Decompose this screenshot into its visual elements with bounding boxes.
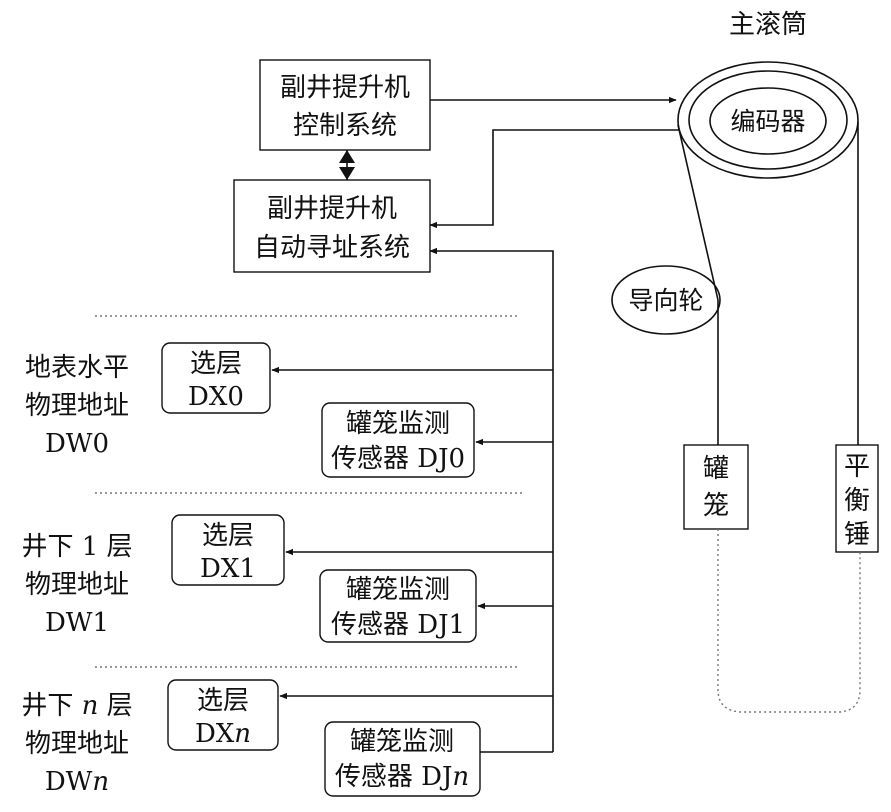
level-n-selector-line1: 选层 — [197, 686, 249, 716]
level-1-selector-line1: 选层 — [202, 521, 254, 551]
addressing-system-line2: 自动寻址系统 — [254, 233, 410, 263]
control-system-line2: 控制系统 — [293, 111, 397, 141]
counterweight-char3: 锤 — [844, 520, 870, 550]
addressing-system-line1: 副井提升机 — [267, 194, 397, 224]
arrowhead-up-icon — [339, 150, 355, 163]
level-0-name-line2: 物理地址 — [25, 391, 129, 421]
level-1-selector-line2: DX1 — [200, 554, 256, 584]
cage-box — [683, 444, 749, 530]
guide-wheel-ellipse — [611, 265, 721, 335]
level-0-selector-box — [161, 342, 271, 414]
level-n-name-line3: DWn — [45, 767, 109, 797]
main-drum-title: 主滚筒 — [729, 10, 807, 40]
level-0-name-line3: DW0 — [45, 429, 109, 459]
level-0-selector-line2: DX0 — [188, 382, 244, 412]
cage-char1: 罐 — [703, 454, 729, 484]
control-system-box — [259, 59, 431, 151]
level-n-sensor-box — [324, 721, 481, 797]
level-n-name-line1: 井下 n 层 — [21, 691, 132, 721]
level-0-selector-line1: 选层 — [190, 349, 242, 379]
level-0-sensor-line1: 罐笼监测 — [346, 409, 450, 439]
level-n-sensor-line1: 罐笼监测 — [350, 727, 454, 757]
rope-to-guide-wheel — [677, 124, 719, 301]
counterweight-char2: 衡 — [844, 486, 870, 516]
level-0-sensor-line2: 传感器 DJ0 — [331, 444, 465, 474]
encoder-ellipse — [709, 87, 827, 155]
level-1-sensor-line1: 罐笼监测 — [346, 575, 450, 605]
level-n-sensor-line2: 传感器 DJn — [335, 762, 469, 792]
level-1: 井下 1 层 物理地址 DW1 选层 DX1 罐笼监测 传感器 DJ1 — [21, 514, 553, 643]
level-0-sensor-box — [321, 402, 475, 478]
level-0-name-line1: 地表水平 — [25, 353, 129, 383]
level-n-selector-line2: DXn — [195, 719, 251, 749]
guide-wheel-label: 导向轮 — [628, 286, 703, 315]
level-1-name-line3: DW1 — [45, 608, 109, 638]
counterweight-box — [835, 444, 879, 553]
main-drum-inner — [688, 70, 848, 170]
level-1-sensor-box — [319, 569, 477, 643]
tail-rope — [717, 529, 861, 713]
encoder-to-addressing-arrow — [429, 129, 680, 229]
level-n-selector-box — [167, 679, 279, 751]
encoder-label: 编码器 — [730, 107, 805, 136]
level-1-name-line1: 井下 1 层 — [21, 532, 132, 562]
level-n: 井下 n 层 物理地址 DWn 选层 DXn 罐笼监测 传感器 DJn — [21, 679, 553, 797]
level-ground: 地表水平 物理地址 DW0 选层 DX0 罐笼监测 传感器 DJ0 — [25, 342, 553, 478]
counterweight-char1: 平 — [844, 452, 870, 482]
control-system-line1: 副井提升机 — [280, 73, 410, 103]
level-1-sensor-line2: 传感器 DJ1 — [331, 610, 465, 640]
sensor-bus-to-addressing — [429, 247, 554, 752]
level-1-name-line2: 物理地址 — [25, 570, 129, 600]
addressing-system-box — [233, 179, 431, 273]
level-n-name-line2: 物理地址 — [25, 729, 129, 759]
main-drum-outer — [677, 61, 859, 179]
cage-char2: 笼 — [703, 491, 729, 521]
arrowhead-down-icon — [339, 167, 355, 180]
level-1-selector-box — [171, 514, 285, 586]
